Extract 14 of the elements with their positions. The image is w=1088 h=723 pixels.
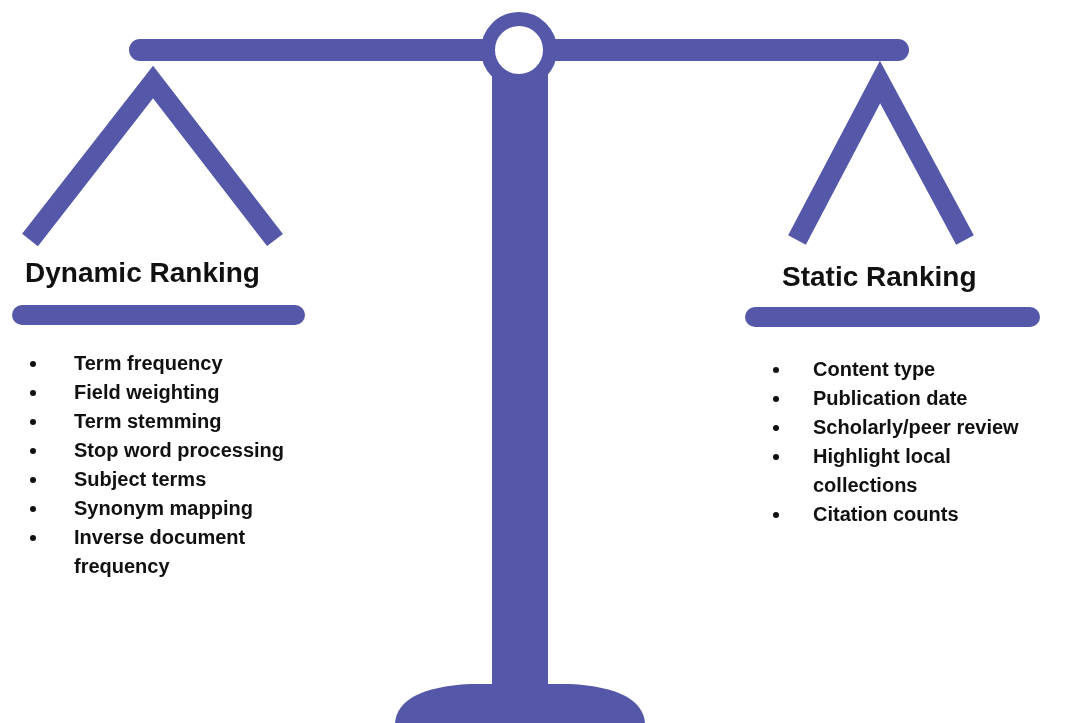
list-item: Term frequency (74, 351, 223, 376)
list-item: Synonym mapping (74, 496, 253, 521)
list-item: Inverse document frequency (74, 525, 247, 579)
column-heading: Static Ranking (782, 260, 977, 294)
list-item: Term stemming (74, 409, 222, 434)
list-item: Scholarly/peer review (813, 415, 1019, 440)
list-item: Stop word processing (74, 438, 285, 463)
list-item: Subject terms (74, 467, 207, 492)
list-item: Publication date (813, 386, 968, 411)
list-item: Highlight local collections (813, 444, 952, 498)
list-item: Content type (813, 357, 936, 382)
list-item: Citation counts (813, 502, 959, 527)
column-heading: Dynamic Ranking (25, 256, 260, 290)
list-item: Field weighting (74, 380, 220, 405)
